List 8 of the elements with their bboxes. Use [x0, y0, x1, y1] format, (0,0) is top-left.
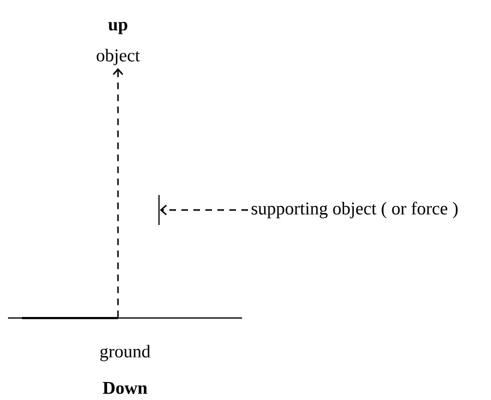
- arrow: [160, 204, 248, 216]
- object-label: object: [96, 48, 140, 66]
- ground-label: ground: [100, 344, 150, 362]
- arrow: [112, 68, 124, 318]
- force-label: supporting object ( or force ): [252, 202, 458, 218]
- direction-label: Down: [102, 382, 148, 394]
- direction-label: up: [108, 22, 128, 34]
- ground-line: [8, 316, 242, 320]
